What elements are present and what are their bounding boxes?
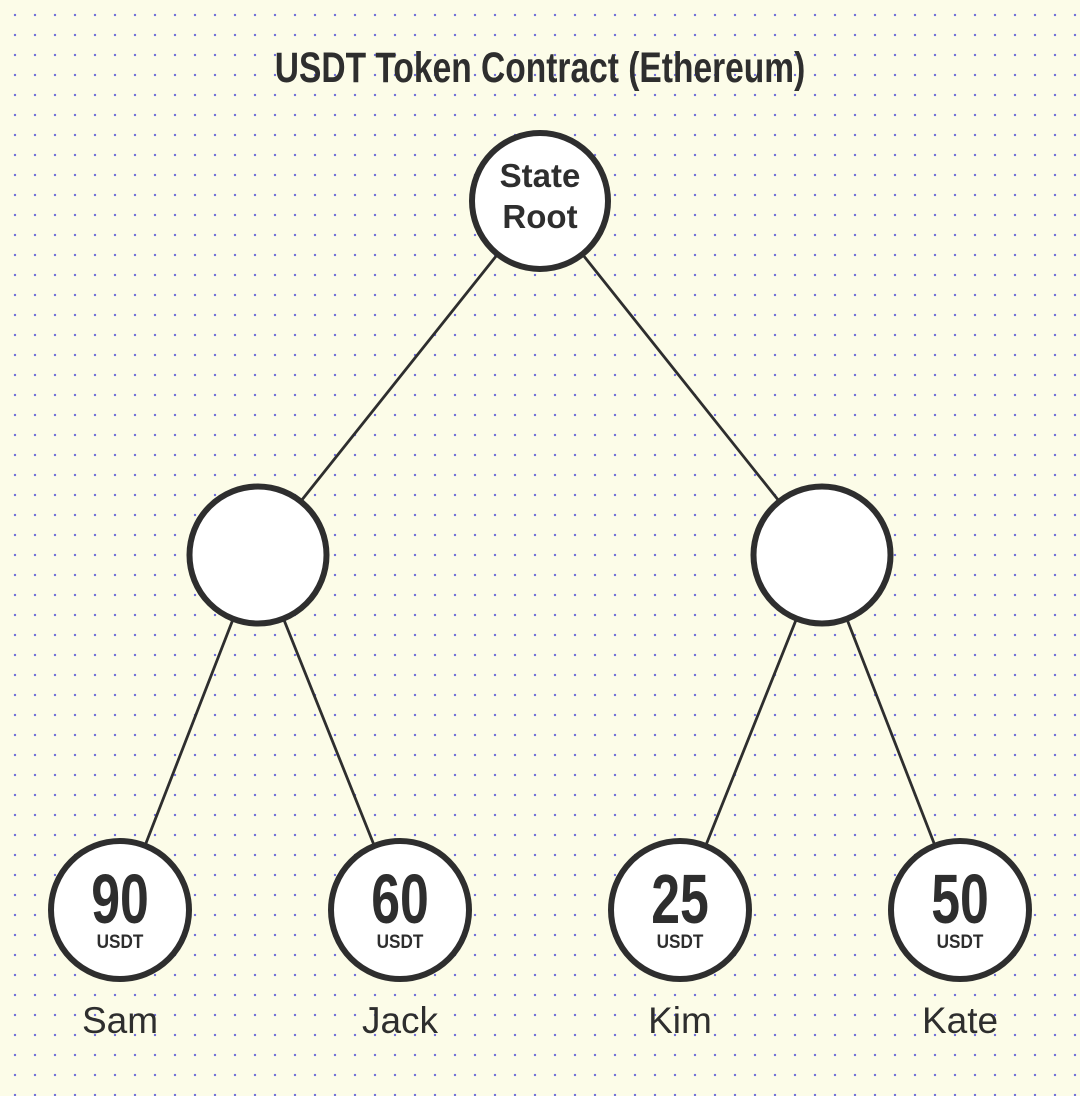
leaf-amount-jack: 60 bbox=[371, 860, 429, 938]
leaf-amount-kate: 50 bbox=[931, 860, 989, 938]
diagram-title: USDT Token Contract (Ethereum) bbox=[0, 47, 1080, 90]
leaf-node-sam bbox=[48, 838, 192, 982]
leaf-amount-kate-wrap: 50 bbox=[931, 860, 989, 938]
leaf-amount-sam: 90 bbox=[91, 860, 149, 938]
state-root-node bbox=[469, 130, 611, 272]
edge-root-to-left-branch bbox=[256, 200, 542, 556]
leaf-unit-kim: USDT bbox=[657, 930, 704, 952]
leaf-unit-kim-wrap: USDT bbox=[657, 930, 704, 952]
leaf-unit-sam-wrap: USDT bbox=[97, 930, 144, 952]
leaf-amount-kim-wrap: 25 bbox=[651, 860, 709, 938]
left-branch-node bbox=[186, 483, 330, 627]
leaf-unit-sam: USDT bbox=[97, 930, 144, 952]
leaf-unit-kate: USDT bbox=[937, 930, 984, 952]
state-root-label-line2: Root bbox=[502, 198, 577, 235]
diagram-title-text: USDT Token Contract (Ethereum) bbox=[274, 44, 806, 92]
right-branch-node bbox=[750, 483, 894, 627]
leaf-name-kim: Kim bbox=[648, 1000, 712, 1041]
state-root-label-line1: State bbox=[500, 157, 581, 194]
leaf-unit-kate-wrap: USDT bbox=[937, 930, 984, 952]
leaf-node-jack bbox=[328, 838, 472, 982]
leaf-amount-sam-wrap: 90 bbox=[91, 860, 149, 938]
leaf-node-kim bbox=[608, 838, 752, 982]
leaf-node-kate bbox=[888, 838, 1032, 982]
leaf-name-sam: Sam bbox=[82, 1000, 158, 1041]
edge-root-to-right-branch bbox=[538, 200, 824, 556]
leaf-name-kate: Kate bbox=[922, 1000, 998, 1041]
leaf-amount-kim: 25 bbox=[651, 860, 709, 938]
leaf-name-jack: Jack bbox=[362, 1000, 439, 1041]
leaf-unit-jack: USDT bbox=[377, 930, 424, 952]
leaf-amount-jack-wrap: 60 bbox=[371, 860, 429, 938]
leaf-unit-jack-wrap: USDT bbox=[377, 930, 424, 952]
